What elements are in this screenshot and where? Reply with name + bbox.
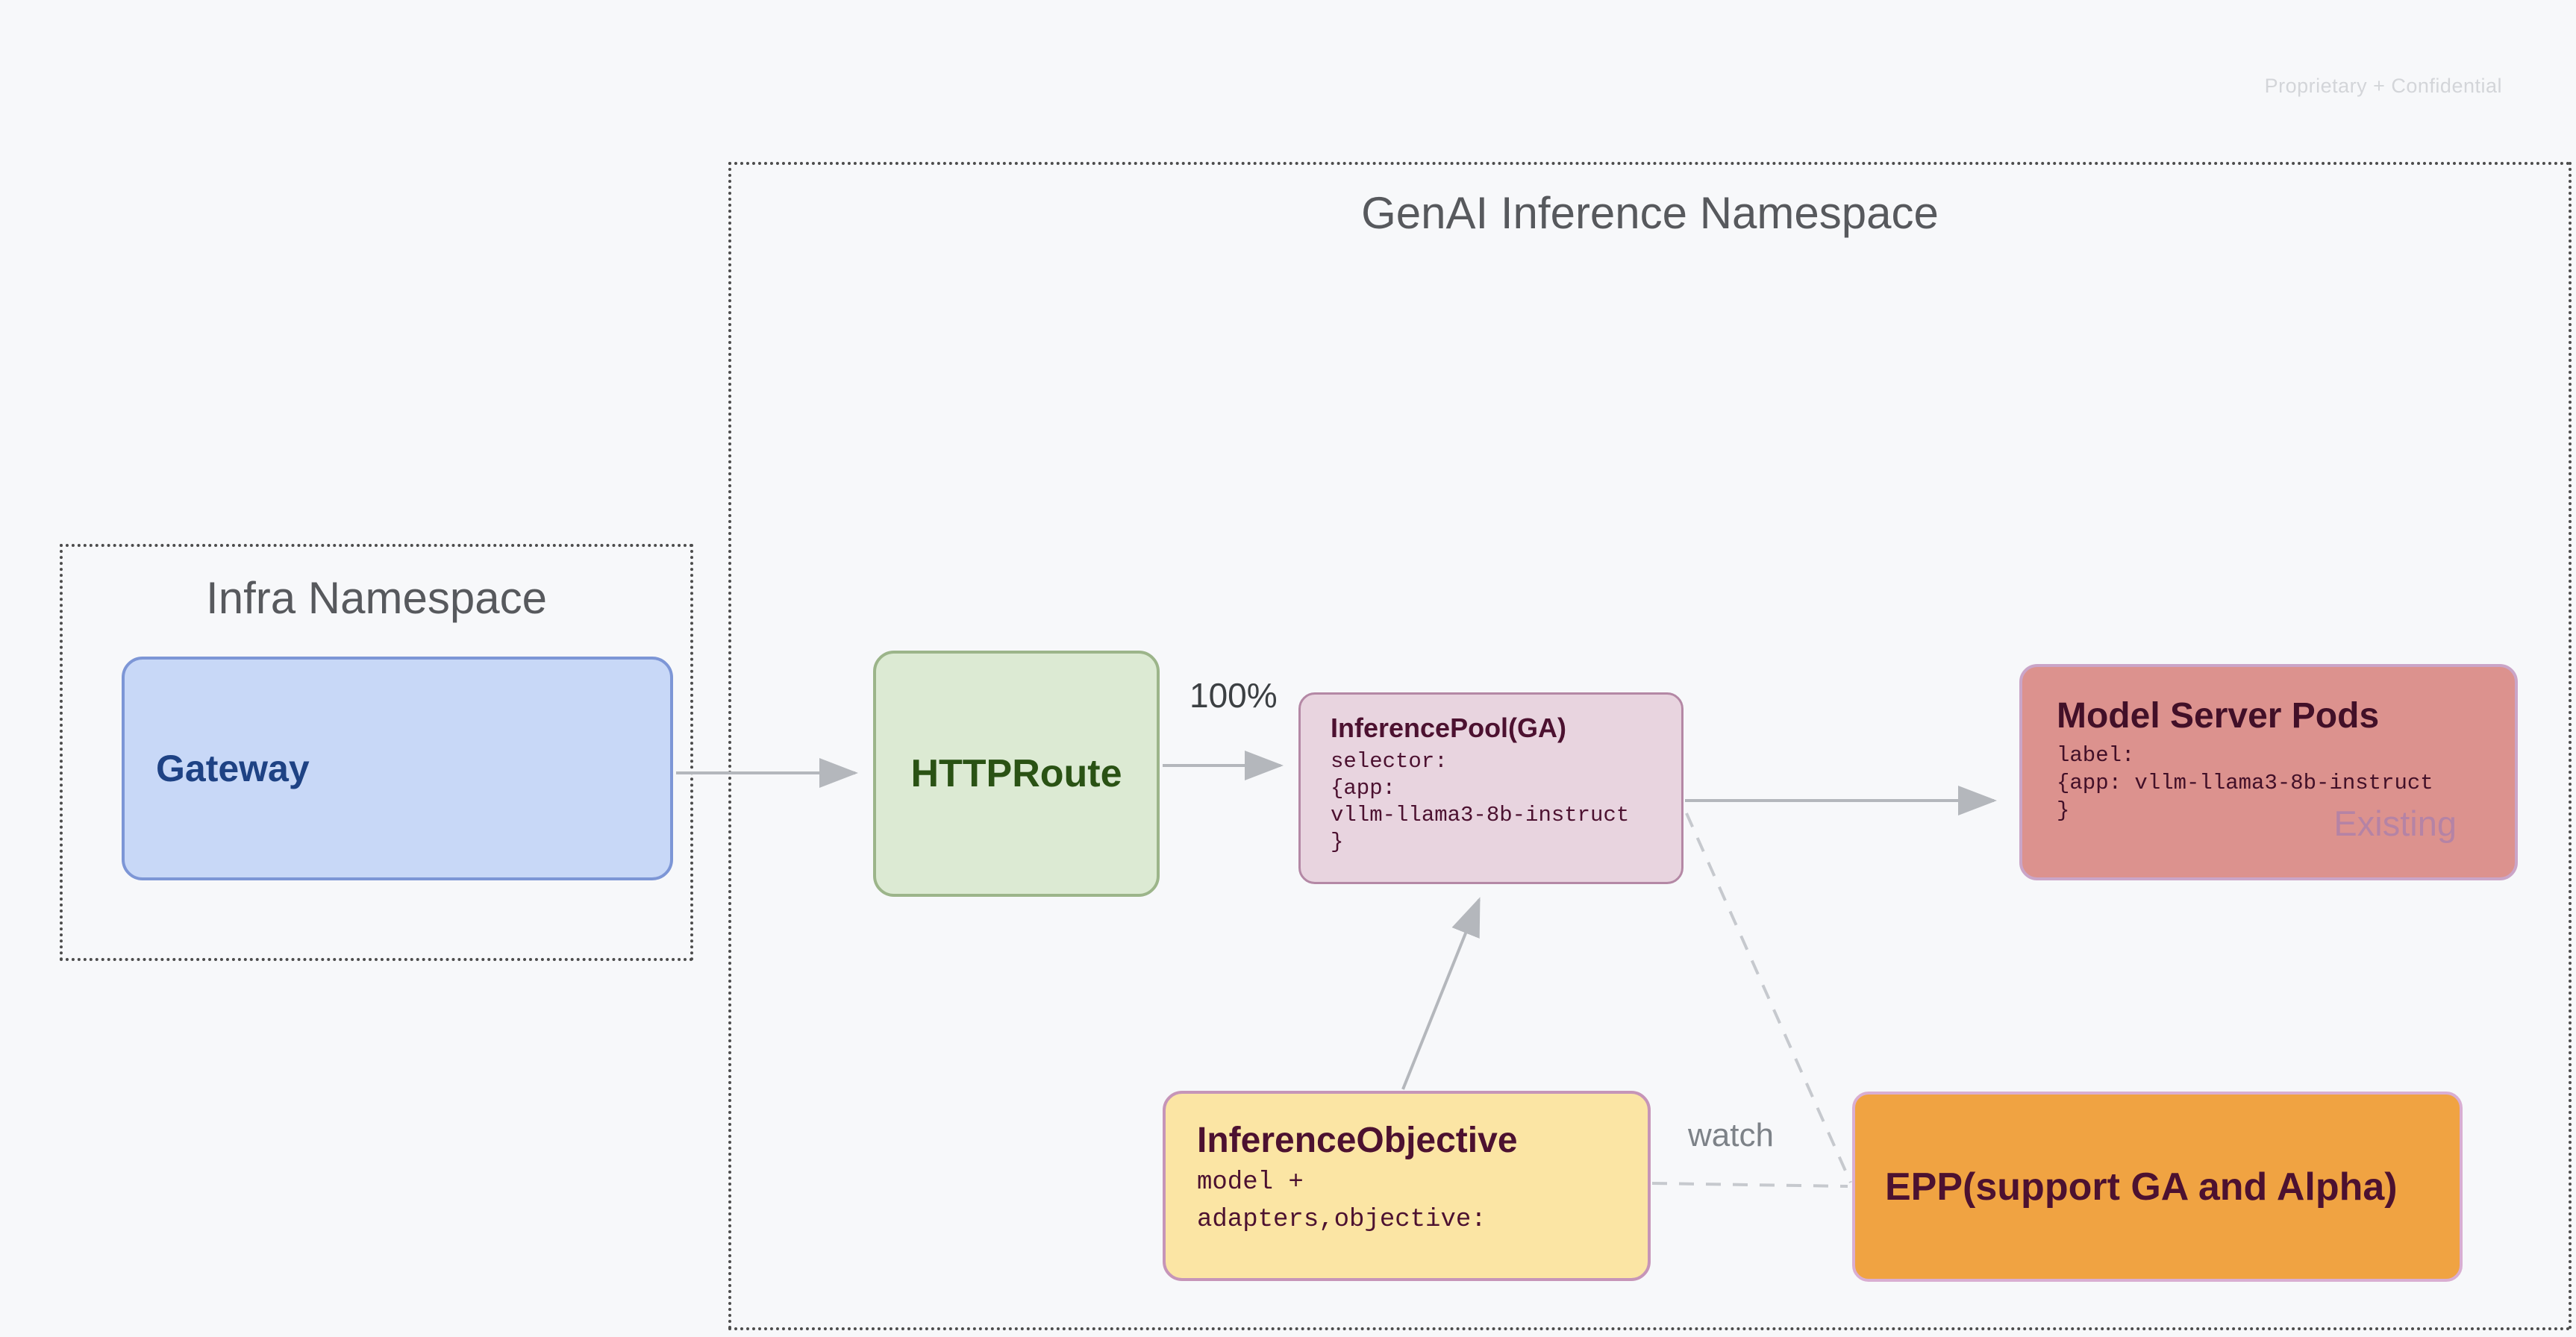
infra-namespace-boundary: Infra Namespace xyxy=(60,544,693,961)
infra-namespace-title: Infra Namespace xyxy=(206,573,547,623)
gateway-label: Gateway xyxy=(156,748,310,789)
httproute-node: HTTPRoute xyxy=(873,651,1160,897)
traffic-weight-label: 100% xyxy=(1189,676,1278,715)
confidential-watermark: Proprietary + Confidential xyxy=(2264,75,2502,97)
model-server-pods-label-code: label: {app: vllm-llama3-8b-instruct } xyxy=(2057,743,2433,823)
gateway-node: Gateway xyxy=(122,657,673,880)
epp-node: EPP(support GA and Alpha) xyxy=(1852,1092,2463,1282)
inference-objective-title: InferenceObjective xyxy=(1197,1121,1518,1160)
watch-label: watch xyxy=(1688,1117,1774,1153)
inference-pool-selector-code: selector: {app: vllm-llama3-8b-instruct … xyxy=(1331,749,1630,854)
model-server-pods-node: Model Server Pods label: {app: vllm-llam… xyxy=(2019,664,2518,880)
httproute-label: HTTPRoute xyxy=(910,752,1122,795)
inference-objective-code: model + adapters,objective: xyxy=(1197,1168,1486,1234)
epp-label: EPP(support GA and Alpha) xyxy=(1885,1165,2398,1209)
model-server-pods-title: Model Server Pods xyxy=(2057,696,2380,736)
existing-badge: Existing xyxy=(2333,804,2457,843)
inference-objective-node: InferenceObjective model + adapters,obje… xyxy=(1163,1091,1651,1281)
inference-pool-node: InferencePool(GA) selector: {app: vllm-l… xyxy=(1298,692,1684,884)
inference-pool-title: InferencePool(GA) xyxy=(1331,713,1567,743)
genai-inference-namespace-boundary: GenAI Inference Namespace xyxy=(728,162,2572,1330)
genai-namespace-title: GenAI Inference Namespace xyxy=(1361,188,1939,238)
